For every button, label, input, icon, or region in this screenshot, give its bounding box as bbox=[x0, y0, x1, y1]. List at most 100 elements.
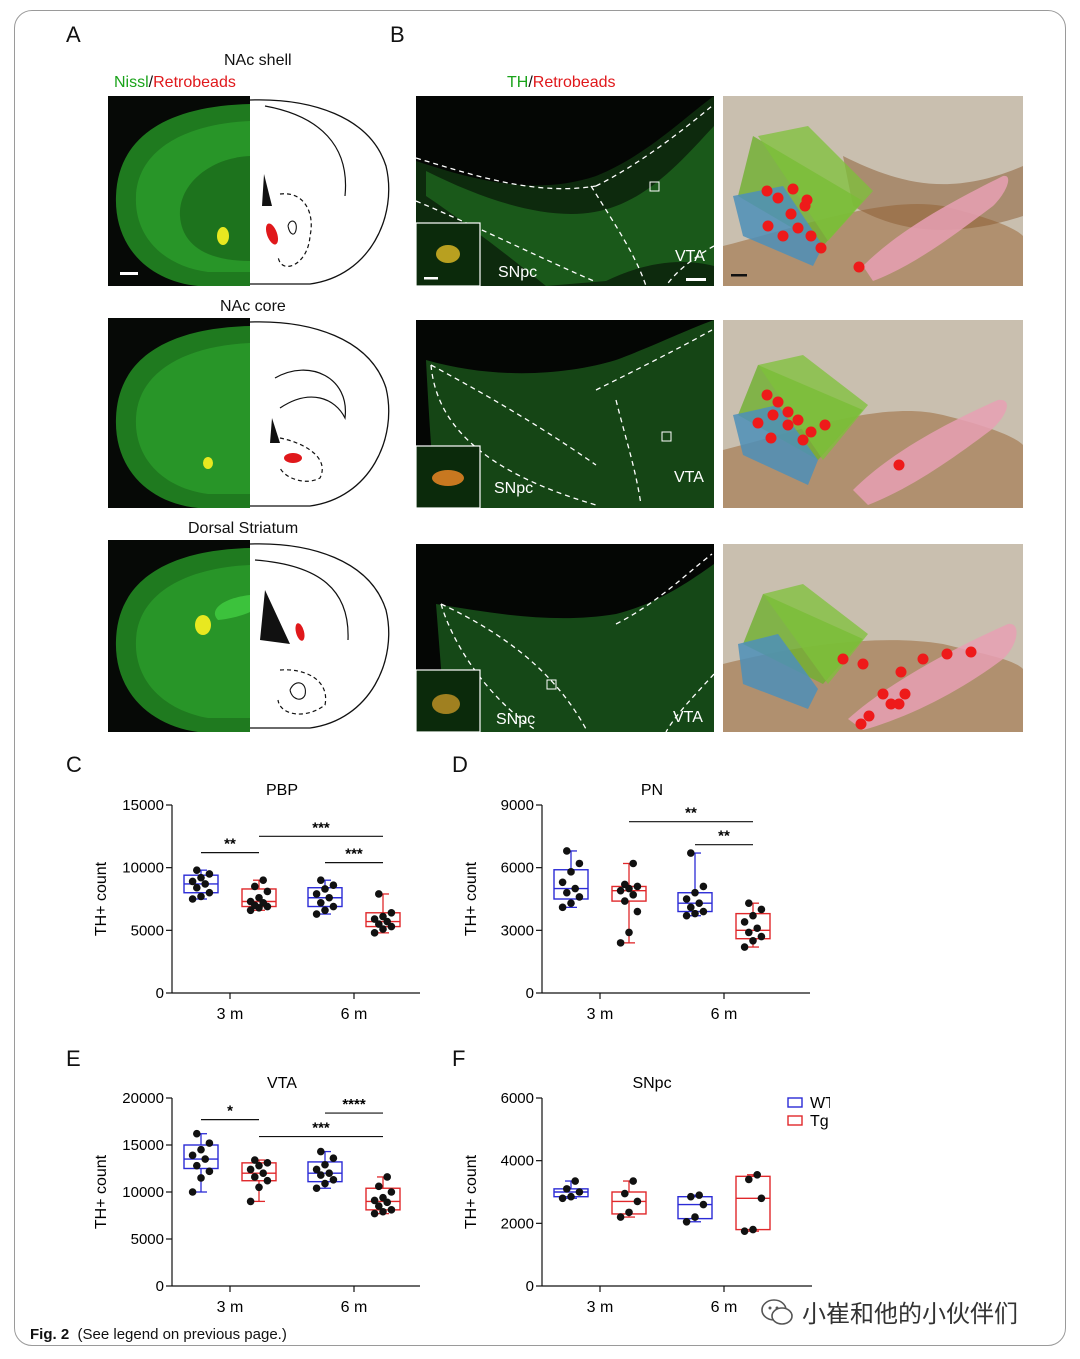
figure-caption: Fig. 2 (See legend on previous page.) bbox=[30, 1326, 287, 1343]
data-point bbox=[317, 1147, 325, 1156]
data-point bbox=[251, 882, 259, 891]
data-point bbox=[695, 899, 703, 907]
y-tick-label: 10000 bbox=[122, 1184, 164, 1201]
data-point bbox=[197, 892, 205, 901]
data-point bbox=[616, 939, 625, 947]
data-point bbox=[621, 897, 629, 905]
data-point bbox=[375, 920, 383, 928]
data-point bbox=[563, 847, 571, 855]
data-point bbox=[757, 905, 766, 914]
data-point bbox=[329, 881, 338, 890]
data-point bbox=[621, 1189, 629, 1198]
x-tick-label: 6 m bbox=[711, 1299, 738, 1316]
y-tick-label: 0 bbox=[156, 985, 164, 1002]
legend-swatch-tg bbox=[787, 1115, 803, 1126]
box-iqr bbox=[735, 1175, 771, 1231]
data-point bbox=[757, 1194, 766, 1203]
data-point bbox=[259, 1169, 267, 1177]
data-point bbox=[616, 1213, 625, 1221]
data-point bbox=[259, 898, 267, 907]
x-tick-label: 6 m bbox=[341, 1006, 368, 1023]
data-point bbox=[379, 1207, 387, 1216]
data-point bbox=[745, 1175, 753, 1184]
stain-label-a: Nissl/Retrobeads bbox=[114, 74, 236, 91]
data-point bbox=[255, 893, 263, 902]
stain-label-b: TH/Retrobeads bbox=[507, 74, 616, 91]
data-point bbox=[188, 877, 197, 886]
row-title-nac-shell: NAc shell bbox=[224, 52, 292, 69]
data-point bbox=[625, 928, 633, 937]
data-point bbox=[188, 895, 197, 903]
data-point bbox=[387, 908, 396, 917]
data-point bbox=[629, 859, 637, 868]
x-tick-label: 3 m bbox=[587, 1006, 614, 1023]
y-tick-label: 9000 bbox=[501, 797, 534, 814]
significance-label: *** bbox=[312, 1120, 330, 1137]
x-tick-label: 3 m bbox=[217, 1006, 244, 1023]
data-point bbox=[383, 1173, 392, 1181]
data-point bbox=[629, 1177, 637, 1185]
data-point bbox=[699, 907, 708, 916]
wechat-icon bbox=[761, 1298, 793, 1325]
data-point bbox=[375, 1202, 383, 1210]
atlas-schematic bbox=[250, 318, 395, 508]
panel-letter-c: C bbox=[66, 752, 82, 777]
data-point bbox=[616, 886, 625, 895]
data-point bbox=[325, 893, 333, 902]
ihc-region-map bbox=[723, 96, 1023, 286]
data-point bbox=[188, 1188, 197, 1196]
data-point bbox=[691, 888, 699, 897]
y-axis-label: TH+ count bbox=[463, 1154, 480, 1229]
data-point bbox=[567, 868, 575, 876]
data-point bbox=[749, 911, 757, 920]
data-point bbox=[687, 903, 695, 912]
data-point bbox=[321, 1179, 329, 1188]
data-point bbox=[246, 1197, 255, 1206]
midbrain-fluorescence-image bbox=[416, 320, 714, 508]
region-label-vta: VTA bbox=[675, 248, 705, 265]
chart-title: PN bbox=[641, 782, 663, 799]
data-point bbox=[571, 884, 579, 893]
panel-letter-d: D bbox=[452, 752, 468, 777]
x-tick-label: 6 m bbox=[711, 1006, 738, 1023]
region-label-snpc: SNpc bbox=[498, 264, 538, 281]
chart-title: SNpc bbox=[632, 1075, 671, 1092]
data-point bbox=[375, 890, 383, 898]
data-point bbox=[251, 1173, 259, 1181]
x-tick-label: 3 m bbox=[217, 1299, 244, 1316]
data-point bbox=[691, 909, 699, 918]
y-tick-label: 20000 bbox=[122, 1090, 164, 1107]
data-point bbox=[312, 1184, 321, 1193]
y-tick-label: 3000 bbox=[501, 922, 534, 939]
data-point bbox=[757, 932, 766, 941]
data-point bbox=[383, 917, 392, 926]
data-point bbox=[387, 1206, 396, 1214]
data-point bbox=[563, 1185, 571, 1193]
data-point bbox=[567, 899, 575, 907]
y-tick-label: 10000 bbox=[122, 860, 164, 877]
y-tick-label: 5000 bbox=[131, 922, 164, 939]
data-point bbox=[312, 1165, 321, 1174]
brain-section-image bbox=[108, 318, 250, 508]
data-point bbox=[625, 1208, 633, 1217]
y-tick-label: 6000 bbox=[501, 1090, 534, 1107]
data-point bbox=[370, 915, 379, 923]
data-point bbox=[563, 888, 571, 897]
brain-section-image bbox=[108, 96, 250, 286]
data-point bbox=[263, 1176, 272, 1185]
significance-label: * bbox=[227, 1103, 233, 1120]
y-axis-label: TH+ count bbox=[93, 861, 110, 936]
panel-letter-a: A bbox=[66, 22, 81, 47]
wechat-watermark: 小崔和他的小伙伴们 bbox=[760, 1294, 1018, 1329]
legend-label-wt: WT bbox=[810, 1095, 830, 1112]
data-point bbox=[197, 1145, 205, 1154]
panel-letter-b: B bbox=[390, 22, 405, 47]
data-point bbox=[370, 1196, 379, 1205]
data-point bbox=[251, 1156, 259, 1164]
data-point bbox=[325, 1169, 333, 1177]
region-label-snpc: SNpc bbox=[496, 711, 536, 728]
data-point bbox=[387, 1188, 396, 1196]
data-point bbox=[329, 1175, 338, 1184]
y-tick-label: 15000 bbox=[122, 797, 164, 814]
